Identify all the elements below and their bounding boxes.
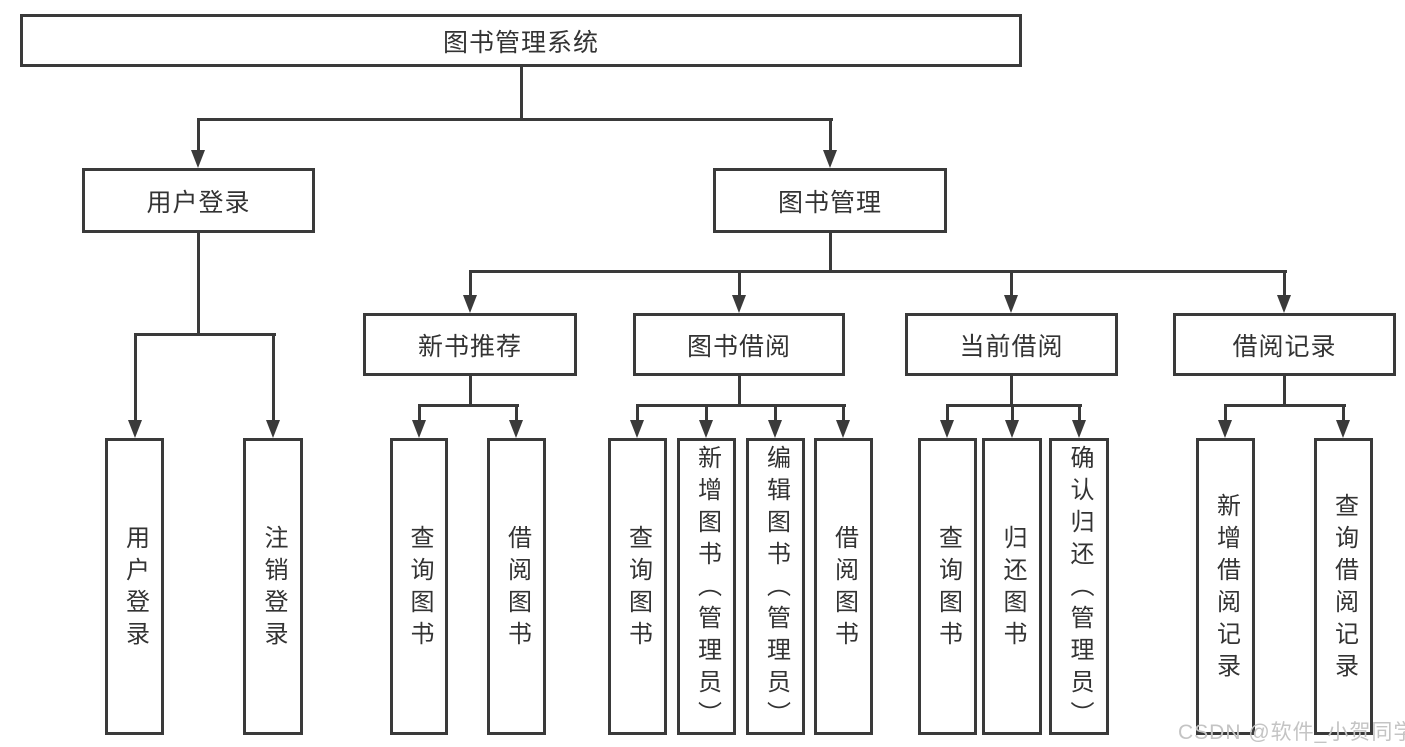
arrow-to-leaf-confirm-return-admin [1072,405,1086,438]
leaf-query-books-borrowing: 查询图书 [608,438,667,735]
arrow-to-book-borrowing [732,271,746,313]
node-new-book-recommendation: 新书推荐 [363,313,577,376]
leaf-add-books-admin: 新增图书（管理员） [677,438,736,735]
leaf-user-login: 用户登录 [105,438,164,735]
arrow-to-new-book-recommendation [463,271,477,313]
connector-user-login-horizontal [134,333,276,336]
arrow-to-leaf-logout [266,334,280,438]
leaf-return-books: 归还图书 [982,438,1042,735]
node-user-login: 用户登录 [82,168,315,233]
node-book-borrowing: 图书借阅 [633,313,845,376]
connector-current-borrowing-vertical [1010,376,1013,406]
arrow-to-leaf-add-books-admin [699,405,713,438]
leaf-confirm-return-admin: 确认归还（管理员） [1049,438,1109,735]
leaf-logout: 注销登录 [243,438,303,735]
csdn-watermark: CSDN @软件_小贺同学 [1178,721,1405,744]
leaf-add-borrowing-record: 新增借阅记录 [1196,438,1255,735]
connector-root-horizontal [197,118,833,121]
connector-user-login-vertical [197,233,200,335]
arrow-to-leaf-user-login [128,334,142,438]
arrow-to-leaf-borrow-books-recommend [509,405,523,438]
connector-new-book-vertical [469,376,472,406]
leaf-borrow-books-recommend: 借阅图书 [487,438,546,735]
node-book-management: 图书管理 [713,168,947,233]
arrow-to-user-login [191,119,205,168]
connector-root-vertical [520,67,523,120]
arrow-to-current-borrowing [1004,271,1018,313]
arrow-to-borrowing-records [1277,271,1291,313]
leaf-borrow-books-borrowing: 借阅图书 [814,438,873,735]
arrow-to-leaf-query-books-recommend [412,405,426,438]
node-borrowing-records: 借阅记录 [1173,313,1396,376]
arrow-to-leaf-add-borrowing-record [1218,405,1232,438]
connector-book-borrowing-vertical [738,376,741,406]
arrow-to-leaf-query-books-borrowing [630,405,644,438]
leaf-query-books-recommend: 查询图书 [390,438,448,735]
arrow-to-leaf-borrow-books-borrowing [836,405,850,438]
leaf-query-borrowing-record: 查询借阅记录 [1314,438,1373,735]
arrow-to-leaf-query-borrowing-record [1336,405,1350,438]
leaf-edit-books-admin: 编辑图书（管理员） [746,438,805,735]
connector-new-book-horizontal [418,404,519,407]
arrow-to-leaf-query-books-current [940,405,954,438]
node-library-management-system: 图书管理系统 [20,14,1022,67]
arrow-to-leaf-return-books [1005,405,1019,438]
connector-current-borrowing-horizontal [946,404,1082,407]
connector-borrowing-records-horizontal [1224,404,1346,407]
arrow-to-book-management [823,119,837,168]
node-current-borrowing: 当前借阅 [905,313,1118,376]
connector-book-management-vertical [829,233,832,272]
connector-borrowing-records-vertical [1283,376,1286,406]
connector-book-borrowing-horizontal [636,404,846,407]
arrow-to-leaf-edit-books-admin [768,405,782,438]
leaf-query-books-current: 查询图书 [918,438,977,735]
connector-book-management-horizontal [469,270,1287,273]
